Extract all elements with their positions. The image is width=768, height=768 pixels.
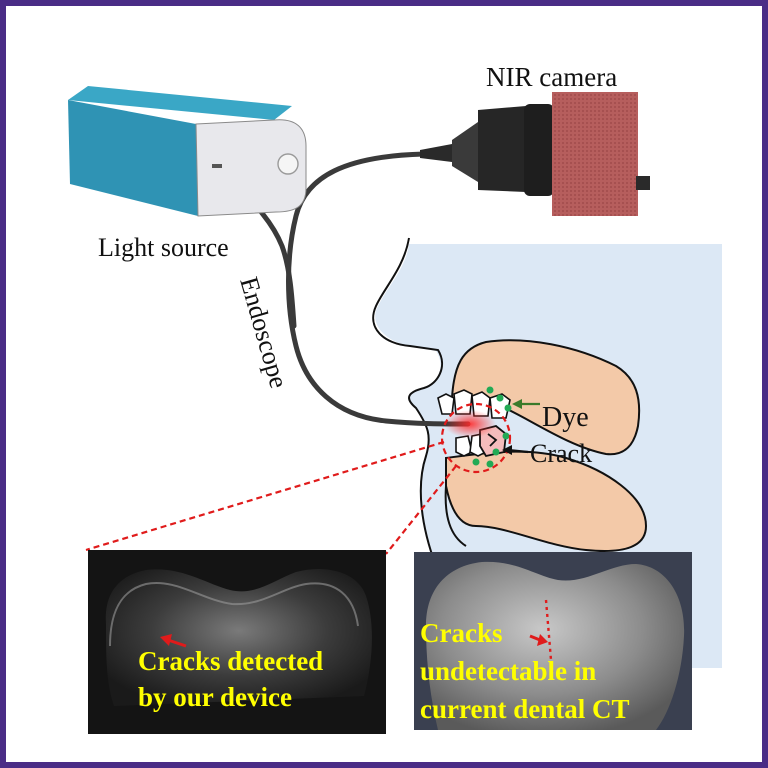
camera-lens — [478, 106, 526, 192]
light-source-device — [68, 86, 307, 217]
right-tooth-image — [426, 561, 685, 730]
dye-arrow — [512, 399, 540, 409]
left-crack-arrow — [160, 634, 187, 648]
left-tooth-outer-edge — [109, 581, 359, 647]
camera-lens-ring — [524, 104, 554, 196]
right-crack-arrow — [529, 634, 548, 646]
zoom-line-right — [385, 465, 457, 555]
light-source-top — [68, 86, 292, 120]
left-panel-line2: by our device — [138, 682, 292, 712]
endoscope-label: Endoscope — [234, 274, 293, 392]
zoom-circle — [440, 402, 512, 474]
light-source-face — [195, 119, 307, 217]
camera-cone — [452, 122, 478, 182]
upper-tooth — [437, 393, 455, 415]
crack-arrow — [502, 445, 529, 455]
left-image-panel: Cracks detected by our device — [88, 550, 386, 734]
endoscope-cable — [286, 151, 471, 427]
dye-dot — [486, 386, 494, 394]
diagram-canvas: NIR camera Light source Endoscope Dye Cr… — [68, 62, 722, 734]
right-panel-line2: undetectable in — [420, 656, 596, 686]
dye-dot — [486, 460, 494, 468]
dye-dot — [504, 404, 512, 412]
right-crack-line — [544, 599, 554, 673]
camera-connector — [420, 144, 452, 162]
zoom-line-left — [85, 440, 445, 552]
right-image-panel: Cracks undetectable in current dental CT — [414, 552, 692, 730]
camera-plug — [636, 176, 650, 190]
left-panel-line1: Cracks detected — [138, 646, 323, 676]
left-tooth-image — [105, 569, 372, 706]
light-source-port — [212, 164, 222, 168]
nir-camera-device — [420, 92, 650, 216]
jaw-line — [444, 485, 467, 547]
nir-camera-label: NIR camera — [486, 62, 617, 92]
dye-dot — [492, 448, 500, 456]
dye-dot — [472, 458, 480, 466]
dye-dot — [502, 432, 510, 440]
dye-dots — [472, 386, 512, 468]
dye-label: Dye — [542, 402, 589, 433]
crack-mark — [487, 433, 498, 447]
lower-jaw — [445, 450, 648, 552]
face-outline — [372, 237, 443, 567]
camera-body — [552, 92, 638, 216]
light-source-front — [68, 100, 198, 216]
crack-label: Crack — [530, 439, 592, 468]
light-source-label: Light source — [98, 233, 229, 262]
dye-dot — [496, 394, 504, 402]
right-panel-line3: current dental CT — [420, 694, 630, 724]
light-glow — [444, 410, 496, 438]
right-panel-line1: Cracks — [420, 618, 503, 648]
light-source-knob — [277, 153, 299, 175]
